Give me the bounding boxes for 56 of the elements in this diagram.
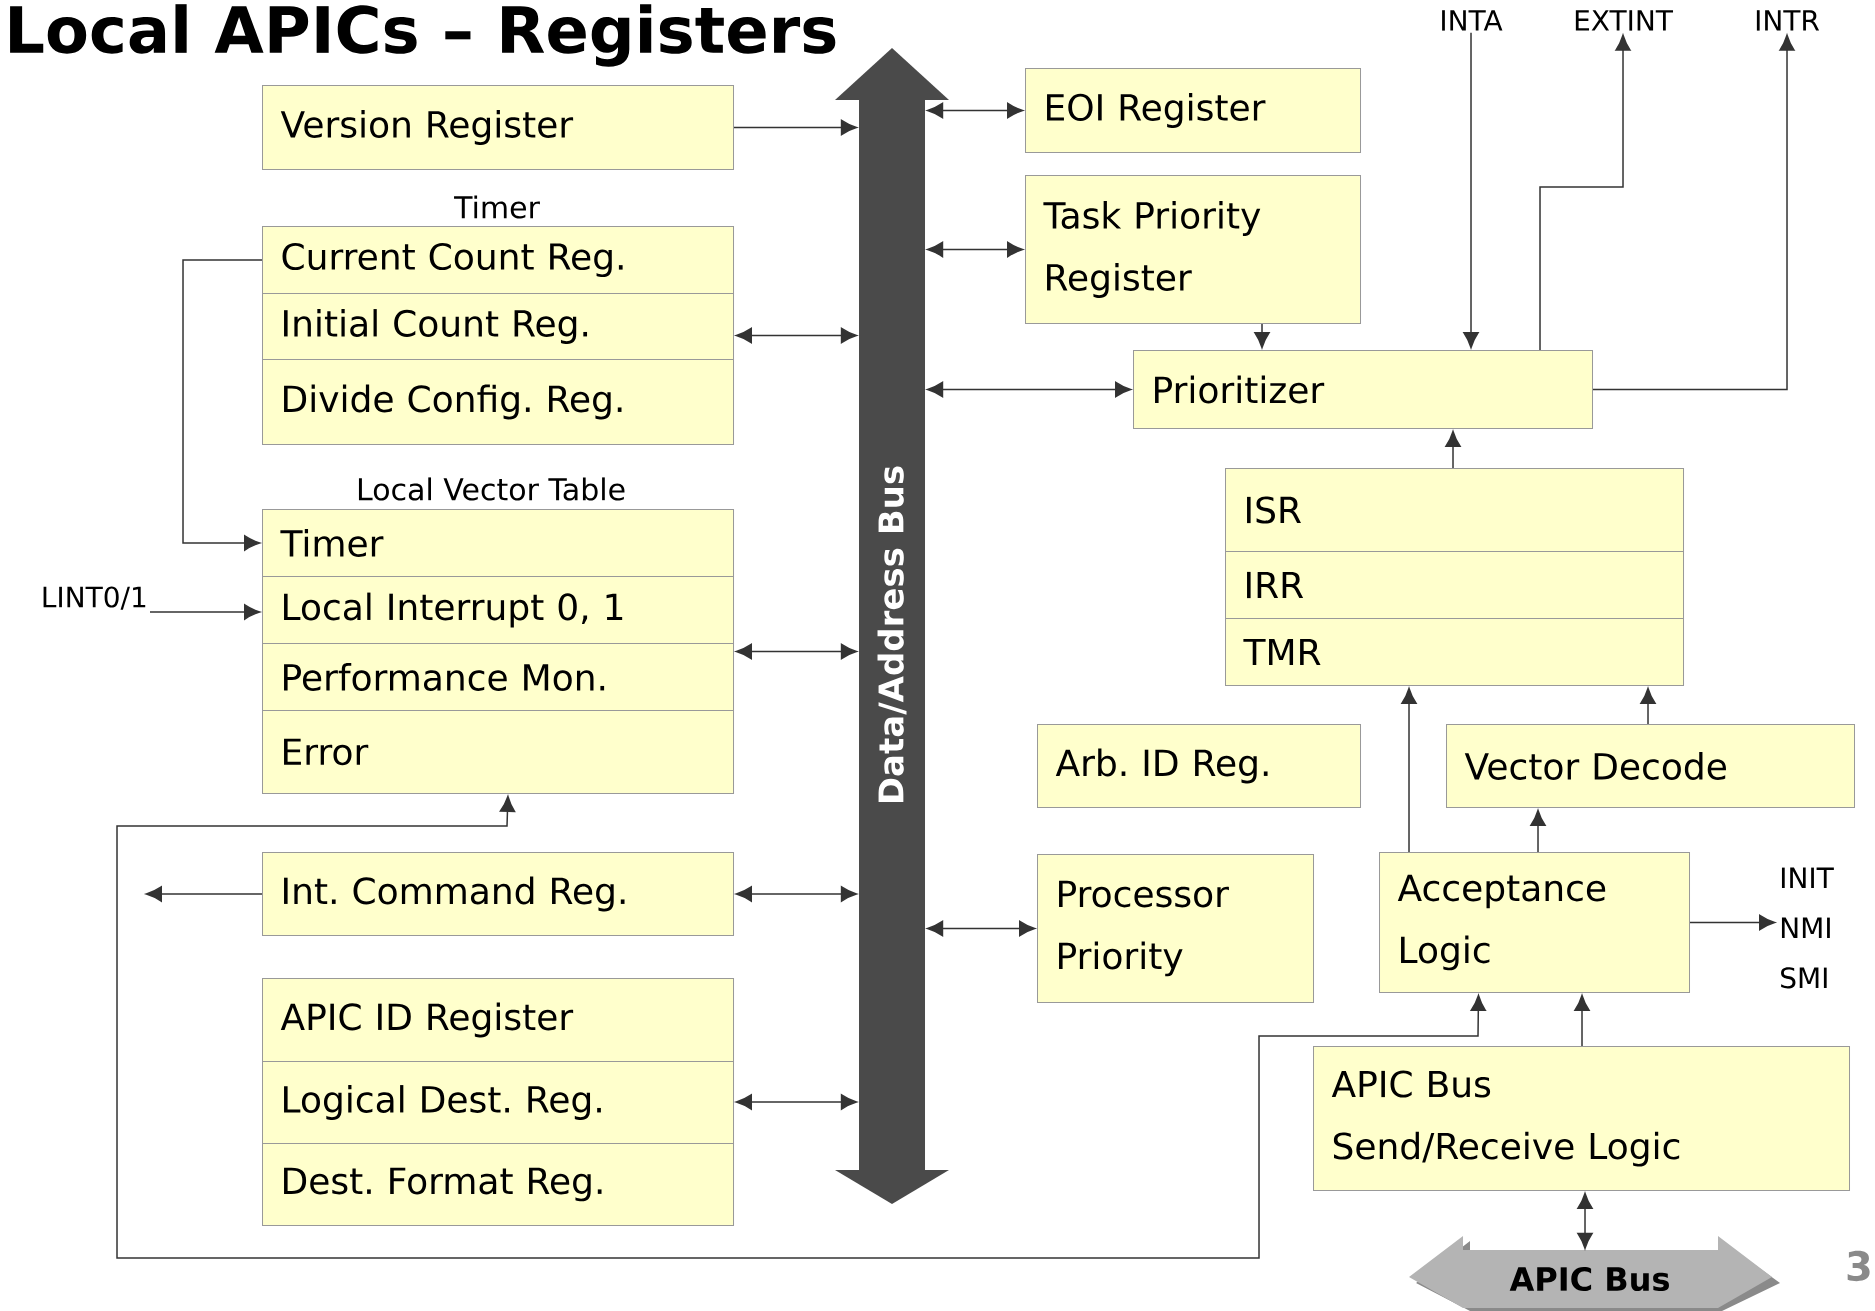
register-row: Dest. Format Reg. [262,1143,734,1226]
register-box: Prioritizer [1133,350,1593,429]
title: Local APICs – Registers [10,4,836,67]
register-box: EOI Register [1025,68,1361,153]
signal-label: INTA [1442,10,1503,31]
register-box: Vector Decode [1446,724,1855,808]
register-box: Task Priority Register [1025,175,1361,324]
arrow [1445,430,1461,469]
arrow [735,886,858,902]
register-box: Acceptance Logic [1379,852,1690,993]
register-row: ISR [1225,468,1684,552]
register-box: Int. Command Reg. [262,852,734,936]
register-box: APIC Bus Send/Receive Logic [1313,1046,1850,1191]
arrow [735,643,858,660]
register-row: Logical Dest. Reg. [262,1061,734,1144]
arrow [1530,809,1546,853]
register-row: Performance Mon. [262,643,734,711]
register-row: IRR [1225,551,1684,619]
arrow [1592,34,1795,391]
signal-label: EXTINT [1575,10,1673,31]
arrow [926,920,1036,937]
register-row: Initial Count Reg. [262,293,734,360]
signal-label: INIT NMI SMI [1781,867,1834,989]
arrow [735,1094,858,1110]
signal-label: LINT0/1 [43,586,146,610]
arrow [926,241,1024,258]
register-row: APIC ID Register [262,978,734,1062]
group-heading: Local Vector Table [358,477,625,501]
signal-label: INTR [1756,10,1820,31]
arrow [1689,914,1776,931]
arrow [1254,323,1270,349]
arrow [116,795,1487,1259]
arrow [926,102,1024,119]
register-box: Version Register [262,85,734,170]
arrow [1640,687,1656,725]
register-row: Timer [262,509,734,577]
register-box: Arb. ID Reg. [1037,724,1361,808]
register-row: TMR [1225,618,1684,686]
group-heading: Timer [454,195,540,219]
arrow [1574,994,1590,1047]
arrow [1463,32,1479,349]
page-number: 3 [1847,1250,1870,1282]
register-box: Processor Priority [1037,854,1314,1003]
arrow [1577,1192,1593,1250]
register-row: Local Interrupt 0, 1 [262,576,734,644]
arrow [145,886,263,902]
arrow [182,259,263,551]
arrow [735,327,858,344]
register-row: Error [262,710,734,794]
arrow [149,604,261,620]
arrow [733,119,858,136]
arrow [1539,34,1631,351]
arrow [1401,687,1417,853]
arrow [926,381,1132,398]
register-row: Divide Config. Reg. [262,359,734,445]
register-row: Current Count Reg. [262,226,734,294]
